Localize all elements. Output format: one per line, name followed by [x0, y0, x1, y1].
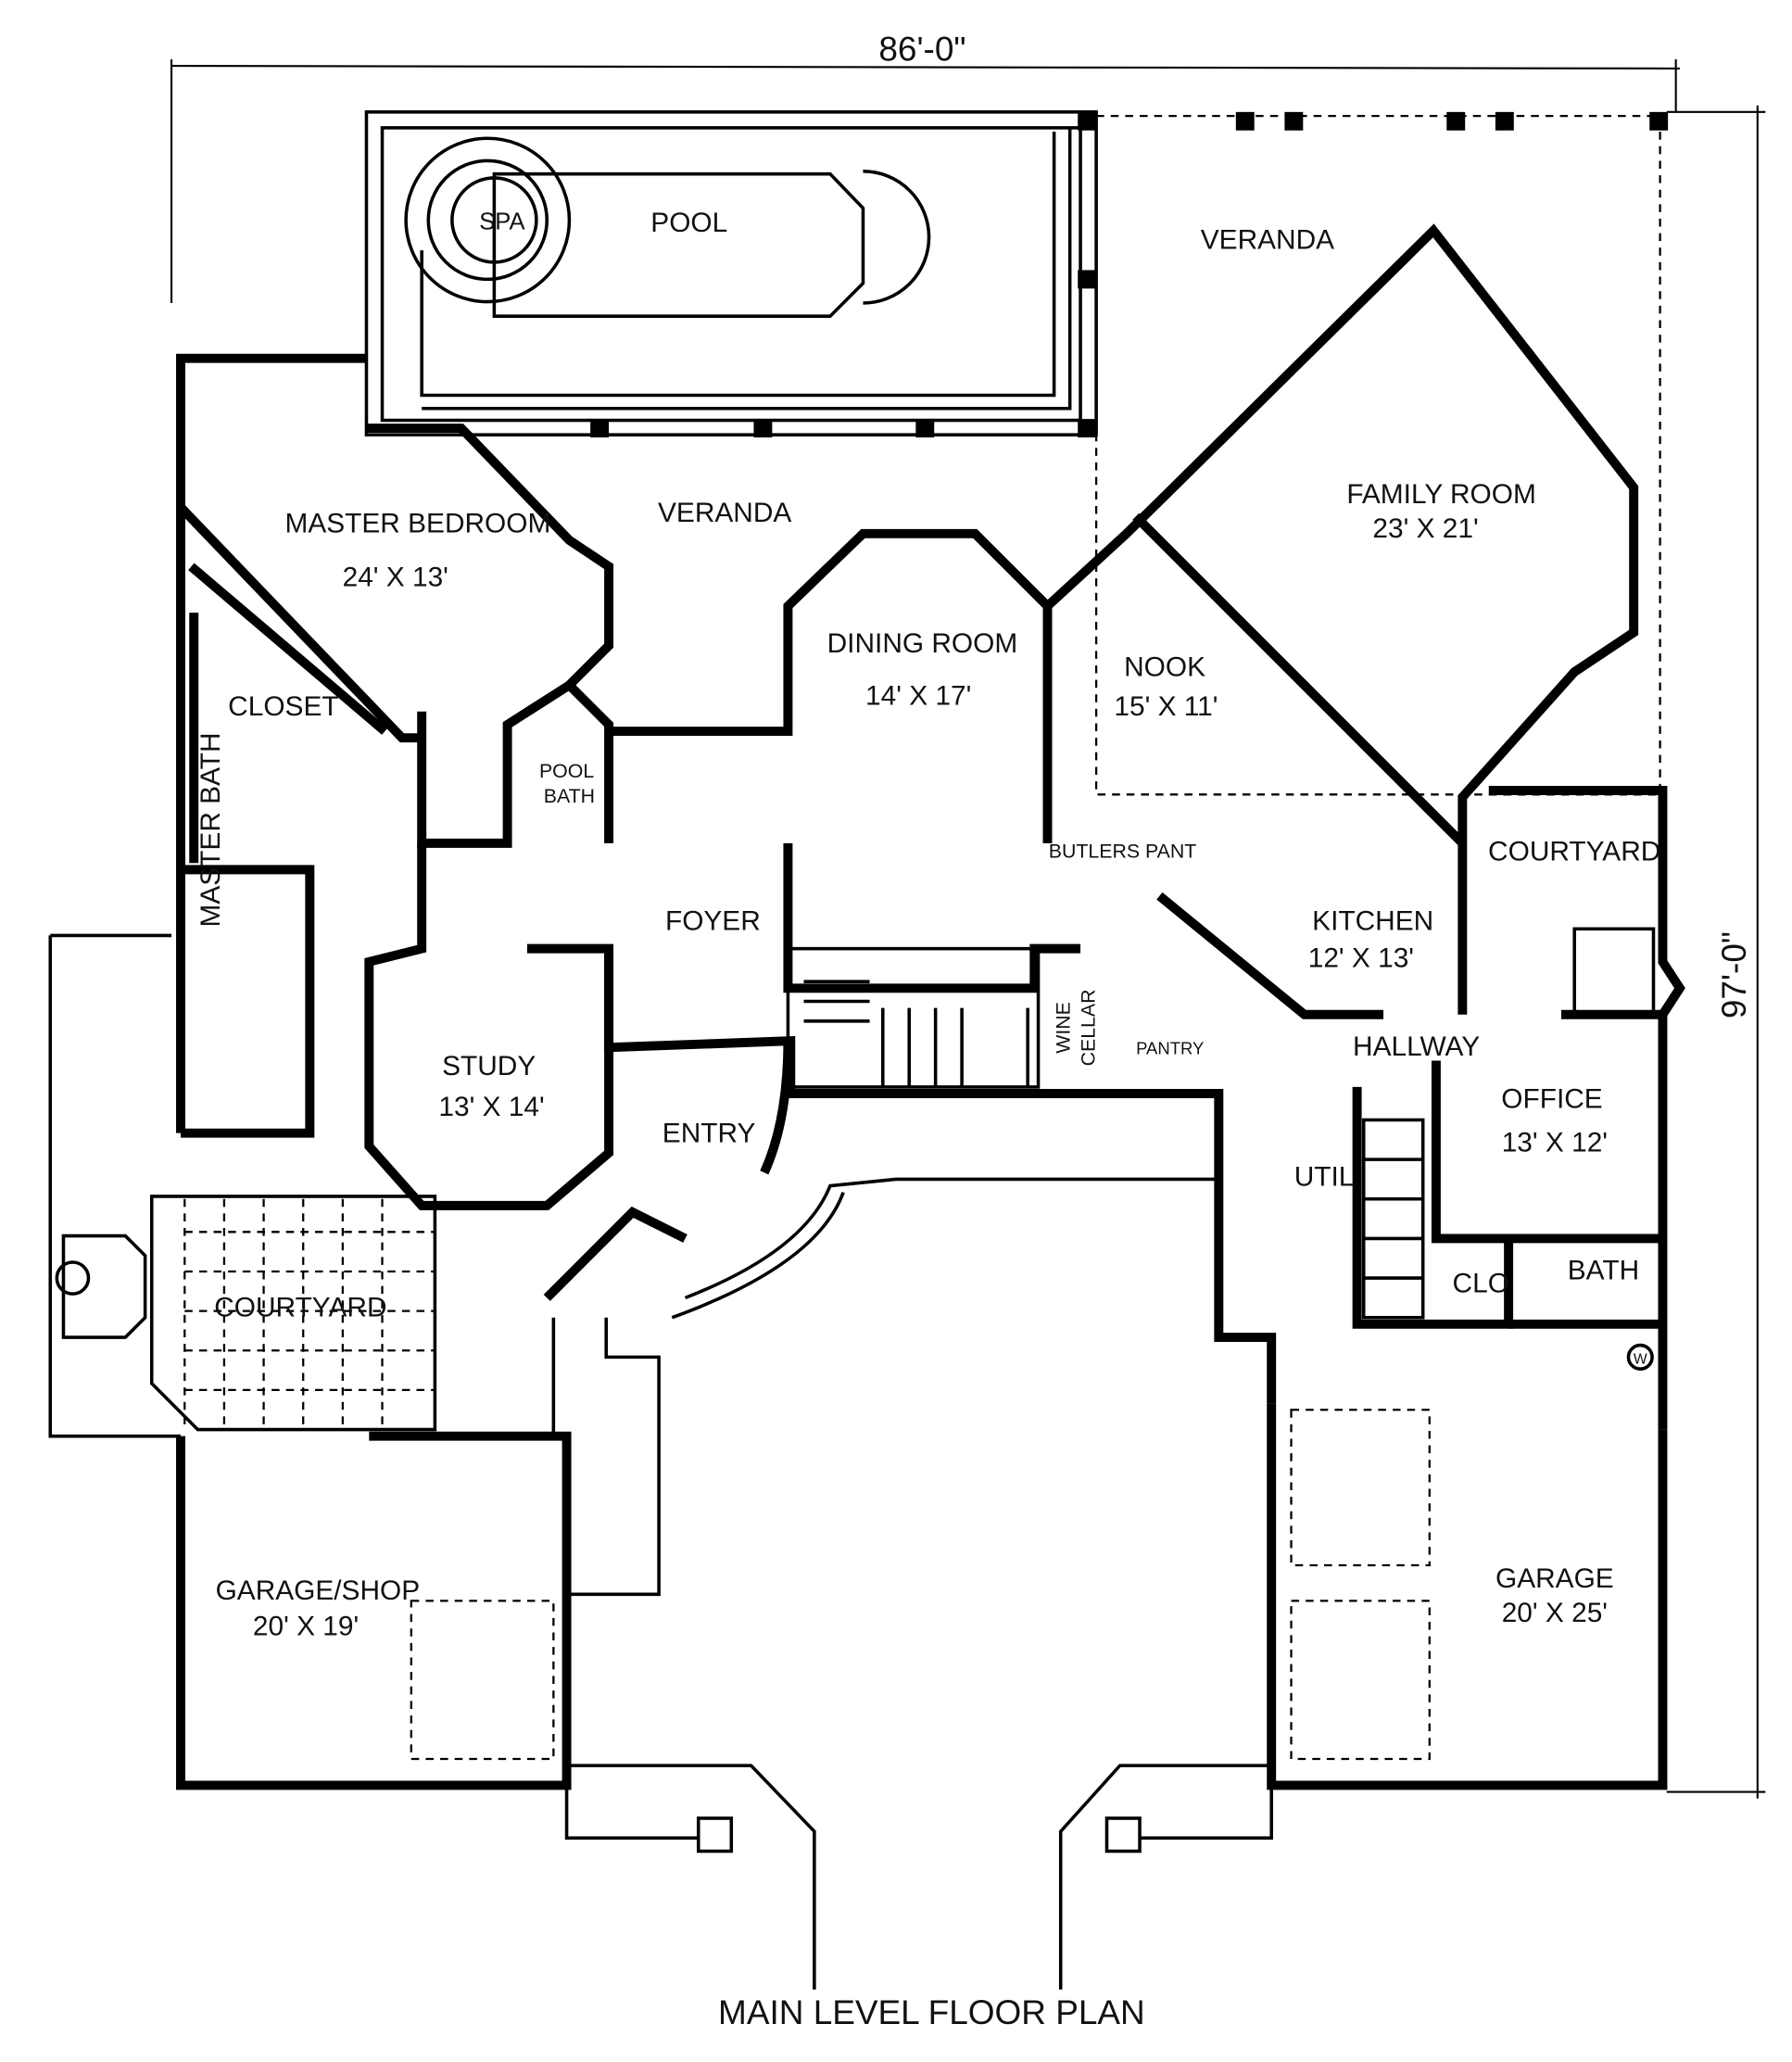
wine-label: WINE	[1053, 1002, 1075, 1054]
pool-bath-label-2: BATH	[544, 785, 595, 807]
master-bath-label: MASTER BATH	[196, 732, 226, 927]
cellar-label: CELLAR	[1078, 989, 1100, 1066]
nook-label: NOOK	[1124, 651, 1205, 682]
dining-room-size: 14' X 17'	[865, 681, 971, 712]
dimension-width: 86'-0"	[170, 30, 1680, 303]
washer-label: W	[1634, 1351, 1647, 1367]
pool-label: POOL	[650, 208, 727, 238]
clo-label: CLO	[1453, 1269, 1509, 1299]
master-bedroom-size: 24' X 13'	[343, 563, 448, 593]
kitchen-label: KITCHEN	[1312, 906, 1433, 937]
family-room-size: 23' X 21'	[1372, 513, 1478, 544]
garage-label: GARAGE	[1495, 1563, 1614, 1594]
closet-label: CLOSET	[228, 691, 338, 722]
courtyard-left-tiles	[55, 1195, 437, 1432]
pool-area	[364, 110, 1098, 438]
courtyard-left-label: COURTYARD	[214, 1292, 386, 1322]
pool-bath-label-1: POOL	[539, 760, 594, 782]
garage-shop-size: 20' X 19'	[253, 1611, 359, 1641]
dimension-depth: 97'-0"	[1666, 105, 1766, 1799]
parking-outlines	[410, 1409, 1431, 1990]
foyer-label: FOYER	[665, 906, 761, 937]
depth-dimension-label: 97'-0"	[1715, 931, 1753, 1018]
plan-title: MAIN LEVEL FLOOR PLAN	[718, 1993, 1145, 2031]
garage-size: 20' X 25'	[1502, 1598, 1608, 1628]
spa-label: SPA	[479, 209, 525, 234]
kitchen-size: 12' X 13'	[1308, 943, 1414, 974]
master-bedroom-label: MASTER BEDROOM	[284, 508, 550, 538]
veranda-mid-label: VERANDA	[658, 498, 791, 528]
stairs	[786, 927, 1656, 1320]
garage-shop-label: GARAGE/SHOP	[216, 1575, 421, 1606]
entry-label: ENTRY	[663, 1119, 756, 1149]
veranda-top	[1094, 111, 1669, 796]
nook-size: 15' X 11'	[1114, 691, 1218, 722]
width-dimension-label: 86'-0"	[878, 30, 965, 68]
family-room-label: FAMILY ROOM	[1346, 479, 1536, 510]
study-label: STUDY	[442, 1051, 536, 1082]
dining-room-label: DINING ROOM	[827, 628, 1018, 659]
office-label: OFFICE	[1501, 1084, 1602, 1115]
courtyard-right-label: COURTYARD	[1488, 836, 1660, 867]
study-size: 13' X 14'	[438, 1092, 544, 1122]
hallway-label: HALLWAY	[1353, 1031, 1480, 1062]
util-label: UTIL	[1294, 1162, 1355, 1193]
veranda-top-label: VERANDA	[1201, 225, 1334, 256]
bath-label: BATH	[1568, 1255, 1639, 1285]
walls	[48, 223, 1685, 1790]
room-labels: SPA POOL VERANDA MASTER BEDROOM 24' X 13…	[196, 208, 1660, 1641]
office-size: 13' X 12'	[1502, 1128, 1608, 1158]
butlers-pantry-label: BUTLERS PANT	[1049, 841, 1196, 863]
pantry-label: PANTRY	[1136, 1038, 1204, 1057]
